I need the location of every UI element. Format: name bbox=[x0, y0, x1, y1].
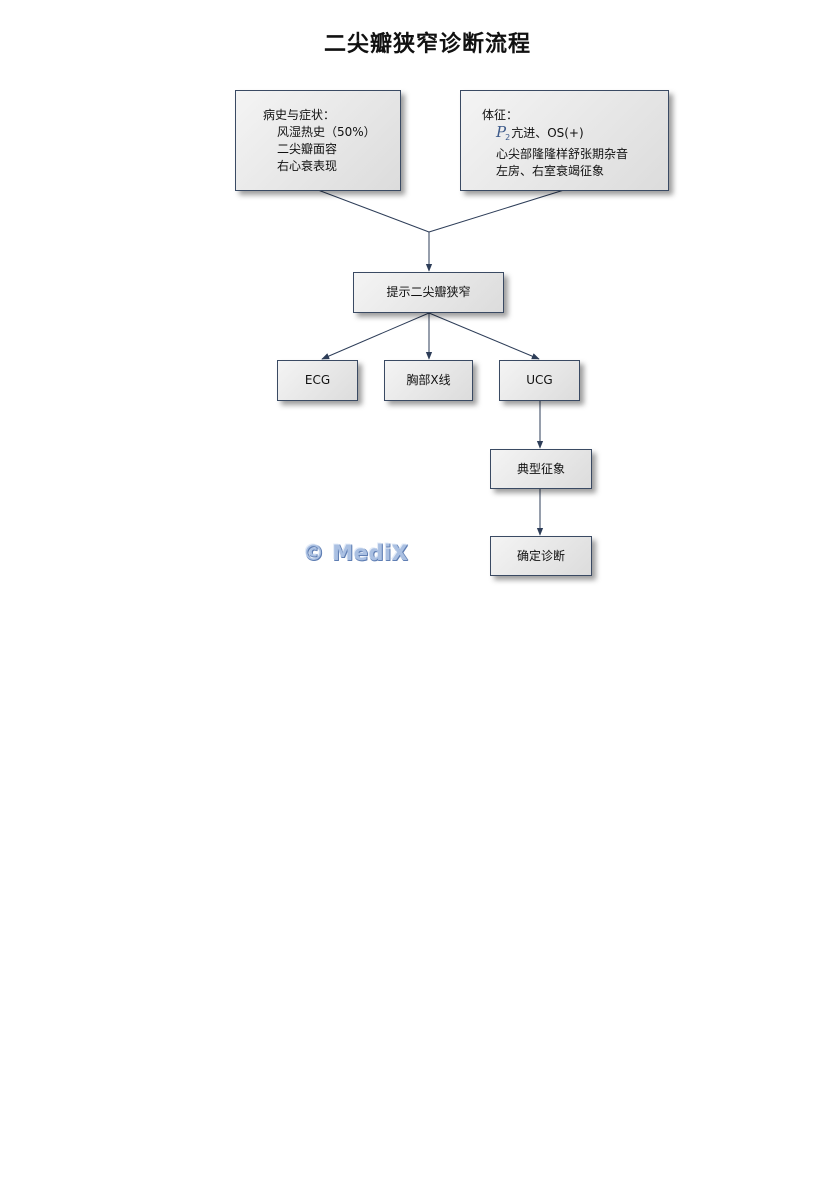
ecg-box: ECG bbox=[277, 360, 358, 401]
p2-letter: P bbox=[496, 123, 507, 141]
signs-item-failure: 左房、右室衰竭征象 bbox=[496, 164, 605, 178]
history-item-mitral-face: 二尖瓣面容 bbox=[277, 142, 338, 156]
arrow-suggest-to-ecg bbox=[321, 312, 430, 360]
ucg-box: UCG bbox=[499, 360, 580, 401]
history-heading: 病史与症状： bbox=[263, 108, 336, 122]
history-item-right-heart-failure: 右心衰表现 bbox=[277, 159, 338, 173]
signs-item-murmur: 心尖部隆隆样舒张期杂音 bbox=[496, 147, 629, 161]
connector-history-to-junction bbox=[317, 189, 430, 233]
suggest-mitral-stenosis-box: 提示二尖瓣狭窄 bbox=[353, 272, 504, 313]
arrow-suggest-to-ucg bbox=[428, 312, 540, 360]
chest-xray-box: 胸部X线 bbox=[384, 360, 473, 401]
confirm-diagnosis-box: 确定诊断 bbox=[490, 536, 592, 576]
history-symptoms-box: 病史与症状： 风湿热史（50%） 二尖瓣面容 右心衰表现 bbox=[235, 90, 401, 191]
page-title: 二尖瓣狭窄诊断流程 bbox=[323, 32, 531, 57]
history-item-rheumatic: 风湿热史（50%） bbox=[277, 125, 376, 139]
p2-subscript: 2 bbox=[505, 133, 511, 142]
physical-signs-box: 体征： P2亢进、OS(+) 心尖部隆隆样舒张期杂音 左房、右室衰竭征象 bbox=[460, 90, 669, 191]
medix-watermark: © MediX bbox=[303, 541, 409, 565]
p2-text: 亢进、OS(+) bbox=[511, 126, 584, 140]
connector-signs-to-junction bbox=[428, 189, 565, 233]
signs-heading: 体征： bbox=[482, 108, 519, 122]
typical-signs-box: 典型征象 bbox=[490, 449, 592, 489]
signs-item-p2: P2亢进、OS(+) bbox=[482, 124, 668, 146]
